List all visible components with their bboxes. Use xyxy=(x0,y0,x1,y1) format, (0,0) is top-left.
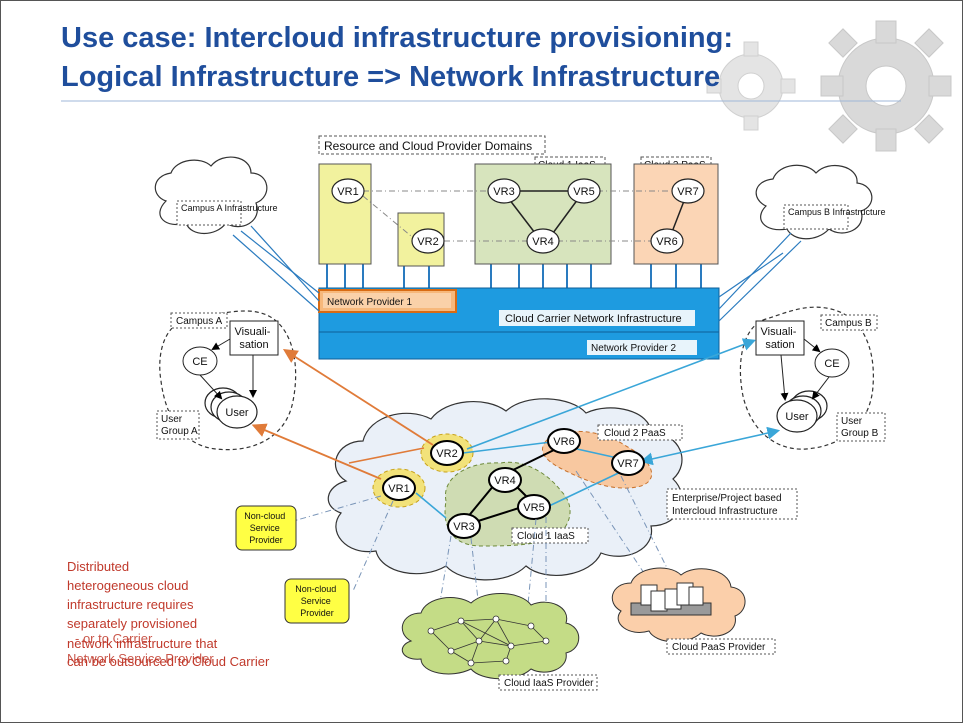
enterprise-line1: Enterprise/Project based xyxy=(672,493,782,504)
campus-a-label: Campus A xyxy=(176,316,222,327)
campus-a-infra: Campus A Infrastructure xyxy=(181,203,278,213)
campus-b-visualisation xyxy=(755,320,805,356)
campus-a-group-l1: User xyxy=(161,414,183,425)
top-vr7-label: VR7 xyxy=(677,186,698,198)
bottom-vr3 xyxy=(447,513,481,539)
top-vr4-label: VR4 xyxy=(532,236,553,248)
cloud2-domain-box xyxy=(633,163,719,265)
paas-servers-icon xyxy=(630,582,712,616)
noncloud2-l3: Provider xyxy=(300,608,334,618)
carrier-label: Cloud Carrier Network Infrastructure xyxy=(505,313,682,325)
top-vr3-label: VR3 xyxy=(493,186,514,198)
paas-provider-label: Cloud PaaS Provider xyxy=(672,642,766,653)
campus-b-user xyxy=(776,399,818,433)
svg-text:Visuali- sation: Visuali- sation xyxy=(761,326,800,351)
campus-a-visualisation xyxy=(229,320,279,356)
gear-icon-small xyxy=(706,41,796,131)
campus-b-vis-line1: Visuali- xyxy=(761,326,797,338)
noncloud1-l2: Service xyxy=(250,523,280,533)
noncloud2-l2: Service xyxy=(301,596,331,606)
top-vr2 xyxy=(411,228,445,254)
note-line4: separately provisioned xyxy=(67,616,197,631)
cloud2-paas-label: Cloud 2 PaaS xyxy=(604,428,666,439)
top-vr4 xyxy=(526,228,560,254)
top-vr5-label: VR5 xyxy=(573,186,594,198)
svg-text:Non-cloud Service: Non-cloud Service Provider xyxy=(295,584,339,618)
title-line-2: Logical Infrastructure => Network Infras… xyxy=(61,61,720,93)
network-provider-2: Network Provider 2 xyxy=(591,343,676,354)
note-overlay1: - or to Carrier xyxy=(75,631,153,646)
bottom-vr7-label: VR7 xyxy=(617,458,638,470)
bottom-vr6 xyxy=(547,428,581,454)
bottom-vr6-label: VR6 xyxy=(553,436,574,448)
campus-a-group-l2: Group A xyxy=(161,426,198,437)
bottom-vr5-label: VR5 xyxy=(523,502,544,514)
top-vr2-label: VR2 xyxy=(417,236,438,248)
bottom-vr1 xyxy=(382,475,416,501)
campus-a-user-label: User xyxy=(225,407,249,419)
enterprise-line2: Intercloud Infrastructure xyxy=(672,506,778,517)
bottom-vr4-label: VR4 xyxy=(494,475,515,487)
campus-a-vis-line2: sation xyxy=(239,339,268,351)
campus-b-user-label: User xyxy=(785,411,809,423)
note-overlay2: Network Service Provider xyxy=(67,651,214,666)
noncloud-provider-1 xyxy=(235,505,297,551)
noncloud-provider-2 xyxy=(284,578,350,624)
campus-b-group-l2: Group B xyxy=(841,428,879,439)
campus-b-group-l1: User xyxy=(841,416,863,427)
bottom-vr3-label: VR3 xyxy=(453,521,474,533)
svg-text:Enterprise/Project based: Enterprise/Project based Intercloud Infr… xyxy=(672,493,784,517)
top-vr6-label: VR6 xyxy=(656,236,677,248)
noncloud1-l1: Non-cloud xyxy=(244,511,285,521)
campus-b-label: Campus B xyxy=(825,318,872,329)
note-line6: can be outsourced to Cloud Carrier xyxy=(67,654,270,669)
bottom-vr1-label: VR1 xyxy=(388,483,409,495)
svg-text:User Group B: User Group B xyxy=(841,416,879,439)
note-line3: infrastructure requires xyxy=(67,597,194,612)
svg-text:User Group A: User Group A xyxy=(161,414,198,437)
top-vr5 xyxy=(567,178,601,204)
bottom-vr4 xyxy=(488,467,522,493)
top-vr7 xyxy=(671,178,705,204)
campus-a-ce-label: CE xyxy=(192,356,207,368)
iaas-mesh xyxy=(427,615,550,667)
top-vr1 xyxy=(331,178,365,204)
note-line5: network infrastructure that xyxy=(67,636,218,651)
bottom-vr7 xyxy=(611,450,645,476)
title-line-1: Use case: Intercloud infrastructure prov… xyxy=(61,22,733,54)
gear-icon xyxy=(820,20,952,152)
domains-label: Resource and Cloud Provider Domains xyxy=(324,139,532,153)
campus-b-infra: Campus B Infrastructure xyxy=(788,207,886,217)
note-line2: heterogeneous cloud xyxy=(67,578,188,593)
bottom-vr2 xyxy=(430,440,464,466)
campus-b-ce xyxy=(814,348,850,378)
campus-b-vis-line2: sation xyxy=(765,339,794,351)
top-vr6 xyxy=(650,228,684,254)
network-provider-1: Network Provider 1 xyxy=(327,297,412,308)
noncloud1-l3: Provider xyxy=(249,535,283,545)
campus-a-user xyxy=(216,395,258,429)
note-line1: Distributed xyxy=(67,559,129,574)
top-vr1-label: VR1 xyxy=(337,186,358,198)
svg-text:Visuali- sation: Visuali- sation xyxy=(235,326,274,351)
campus-b-ce-label: CE xyxy=(824,358,839,370)
bottom-vr2-label: VR2 xyxy=(436,448,457,460)
top-vr3 xyxy=(487,178,521,204)
cloud1-iaas-label: Cloud 1 IaaS xyxy=(517,531,575,542)
iaas-provider-label: Cloud IaaS Provider xyxy=(504,678,594,689)
campus-a-vis-line1: Visuali- xyxy=(235,326,271,338)
bottom-vr5 xyxy=(517,494,551,520)
noncloud2-l1: Non-cloud xyxy=(295,584,336,594)
svg-text:Non-cloud Service: Non-cloud Service Provider xyxy=(244,511,288,545)
